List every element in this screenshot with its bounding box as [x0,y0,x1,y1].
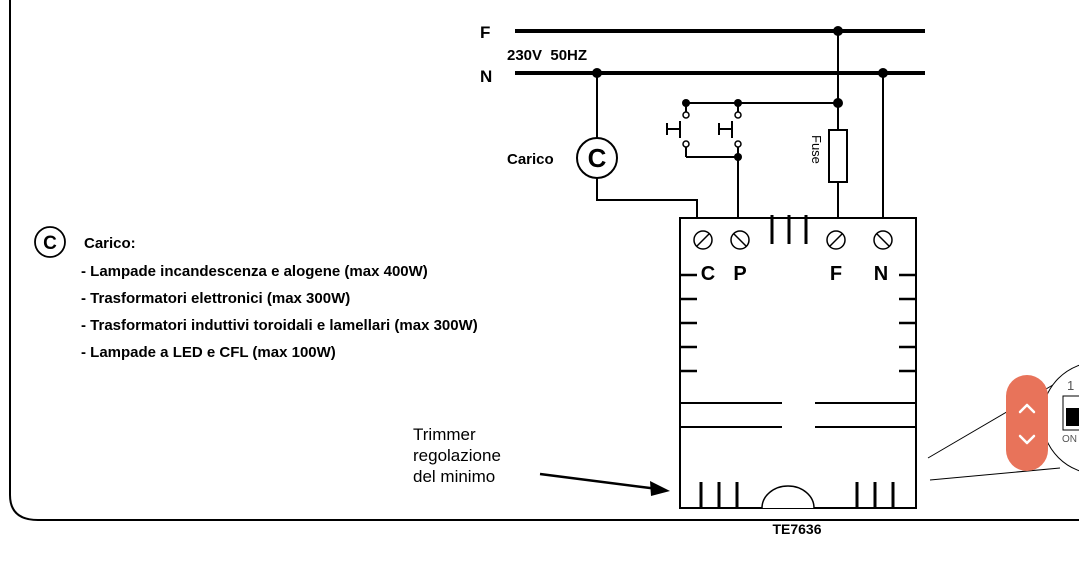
load-label: Carico [507,151,554,168]
chevron-up-icon [1018,403,1036,414]
legend-symbol [34,226,66,258]
outer-frame [9,0,1079,521]
scroll-widget[interactable] [1006,375,1048,471]
fuse-label: Fuse [809,135,824,164]
module-name: TE7636 [772,521,821,537]
legend-item: - Lampade a LED e CFL (max 100W) [81,344,336,361]
pushbutton-1 [666,103,690,157]
zoom-line [929,467,1061,481]
dip-number: 1 [1067,378,1074,393]
terminal-screw [826,230,846,250]
load-symbol-letter: C [588,143,607,173]
legend-title: Carico: [84,235,136,252]
legend-item: - Lampade incandescenza e alogene (max 4… [81,263,428,280]
trimmer-knob [761,485,815,509]
legend-item: - Trasformatori induttivi toroidali e la… [81,317,478,334]
phase-label: F [480,23,490,42]
pushbutton-2 [718,103,742,148]
terminal-screw [873,230,893,250]
scroll-up-button[interactable] [1010,382,1044,420]
terminal-label-f: F [830,263,842,285]
terminal-label-c: C [701,263,715,285]
dip-state: ON [1062,434,1077,445]
terminal-label-n: N [874,263,888,285]
terminal-screw [730,230,750,250]
trimmer-line-3: del minimo [413,467,495,486]
voltage-label: 230V 50HZ [507,47,587,64]
chevron-down-icon [1018,434,1036,445]
neutral-label: N [480,67,492,86]
terminal-label-p: P [733,263,746,285]
module-te7636: C P F N [679,215,917,509]
trimmer-line-1: Trimmer [413,425,476,444]
trimmer-line-2: regolazione [413,446,501,465]
fuse-symbol [828,129,848,183]
terminal-screw [693,230,713,250]
scroll-down-button[interactable] [1010,424,1044,464]
legend-item: - Trasformatori elettronici (max 300W) [81,290,350,307]
legend-symbol-letter: C [43,233,57,254]
trimmer-arrow [539,472,659,491]
